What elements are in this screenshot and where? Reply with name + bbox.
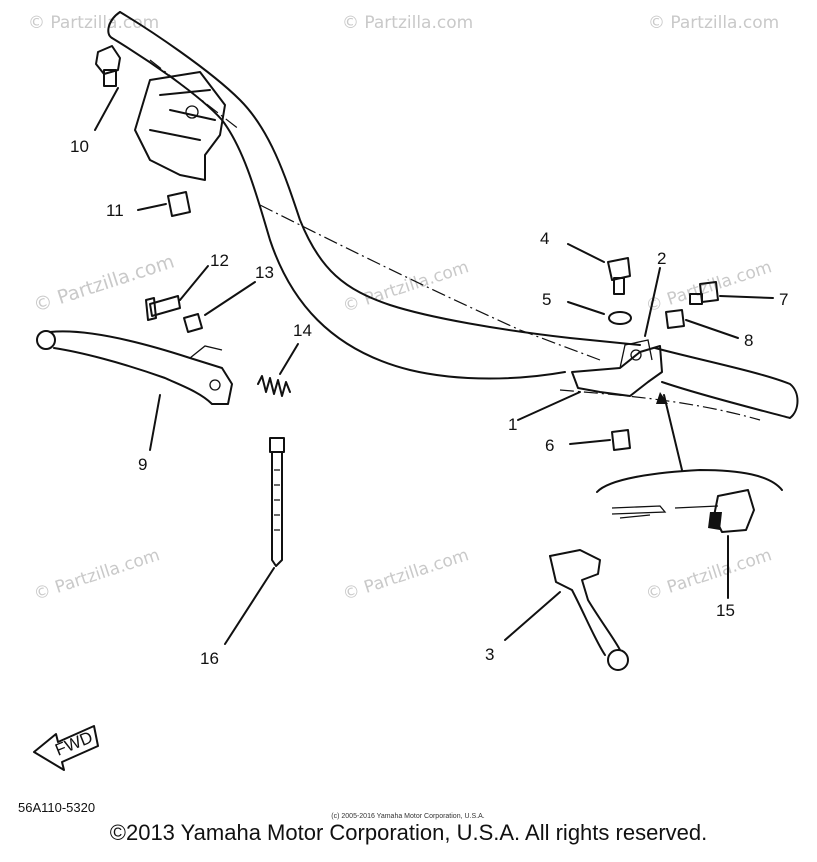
screw-7: [689, 281, 719, 305]
part-number-13: 13: [255, 263, 274, 282]
leader-9: [149, 394, 161, 451]
leader-14: [279, 343, 299, 375]
nut-11: [167, 191, 191, 217]
nut-8: [665, 309, 685, 329]
part-number-14: 14: [293, 321, 312, 340]
bolt-12: [145, 295, 181, 321]
part-number-16: 16: [200, 649, 219, 668]
leader-8: [685, 319, 739, 339]
handlebar: [107, 11, 799, 421]
part-number-10: 10: [70, 137, 89, 156]
switch-detail: [596, 392, 783, 533]
lever-3: [549, 549, 629, 671]
part-number-12: 12: [210, 251, 229, 270]
leader-1: [517, 391, 581, 421]
drawing-code: 56A110-5320: [18, 800, 95, 815]
part-number-2: 2: [657, 249, 666, 268]
watermark: © Partzilla.com: [340, 257, 471, 317]
lever-bracket-1: [571, 339, 663, 397]
part-number-7: 7: [779, 290, 788, 309]
nut-6: [611, 429, 631, 451]
leader-3: [504, 591, 561, 641]
lever-9: [36, 330, 233, 405]
part-number-3: 3: [485, 645, 494, 664]
leader-4: [567, 243, 605, 263]
bolt-10: [95, 45, 121, 87]
leader-11: [137, 203, 167, 211]
part-number-6: 6: [545, 436, 554, 455]
watermark: © Partzilla.com: [648, 13, 779, 33]
small-copyright: (c) 2005-2016 Yamaha Motor Corporation, …: [331, 813, 484, 820]
watermark: © Partzilla.com: [340, 545, 471, 605]
footer-copyright: ©2013 Yamaha Motor Corporation, U.S.A. A…: [109, 820, 708, 845]
washer-5: [608, 311, 632, 325]
leader-6: [569, 439, 611, 445]
part-number-9: 9: [138, 455, 147, 474]
part-number-8: 8: [744, 331, 753, 350]
bolt-4: [607, 257, 631, 295]
watermark: © Partzilla.com: [342, 13, 473, 33]
watermark: © Partzilla.com: [28, 13, 159, 33]
fwd-arrow-icon: FWD: [33, 725, 99, 771]
part-number-4: 4: [540, 229, 549, 248]
leader-10: [94, 87, 119, 131]
watermark: © Partzilla.com: [31, 545, 162, 605]
leader-2: [644, 267, 661, 337]
spring-14: [257, 375, 291, 397]
nut-13: [183, 313, 203, 333]
part-number-5: 5: [542, 290, 551, 309]
watermark: © Partzilla.com: [643, 545, 774, 605]
fwd-label: FWD: [52, 728, 95, 760]
cable-tie-16: [269, 437, 285, 567]
leader-7: [719, 295, 774, 299]
leader-12: [179, 265, 209, 301]
leader-16: [224, 567, 275, 645]
part-number-1: 1: [508, 415, 517, 434]
part-number-15: 15: [716, 601, 735, 620]
master-cylinder: [134, 71, 226, 181]
leader-13: [204, 281, 256, 316]
part-number-11: 11: [106, 201, 124, 220]
leader-5: [567, 301, 605, 315]
